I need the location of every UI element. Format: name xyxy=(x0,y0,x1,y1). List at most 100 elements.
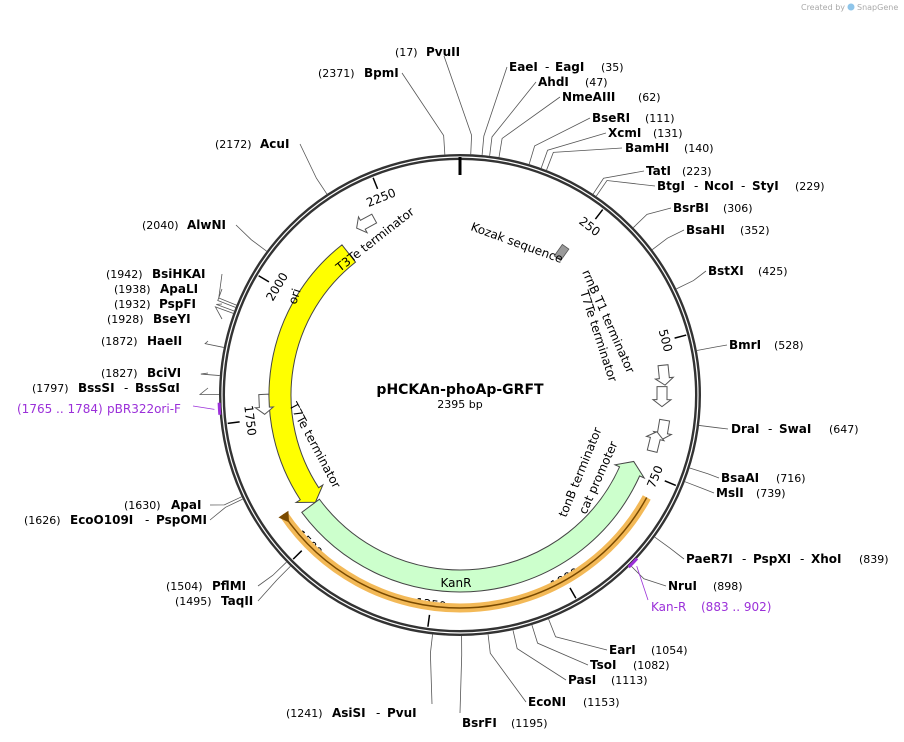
enzyme-label-pasi[interactable]: PasI (1113) xyxy=(568,673,648,687)
enzyme-label-bcivi[interactable]: (1827) BciVI xyxy=(101,366,181,380)
enzyme-label-bseyi[interactable]: (1928) BseYI xyxy=(107,312,191,326)
feature-label-kozak: Kozak sequence xyxy=(469,220,565,266)
enzyme-label-nmeaiii[interactable]: NmeAIII (62) xyxy=(562,90,661,104)
enzyme-label-bamhi[interactable]: BamHI (140) xyxy=(625,141,714,155)
svg-text:(1153): (1153) xyxy=(583,696,620,709)
enzyme-label-tati[interactable]: TatI (223) xyxy=(646,164,712,178)
enzyme-label-bsssi[interactable]: (1797) BssSI - BssSαI xyxy=(32,381,180,395)
enzyme-leader xyxy=(487,634,527,703)
enzyme-label-acui[interactable]: (2172) AcuI xyxy=(215,137,289,151)
orf-line xyxy=(282,497,648,609)
enzyme-label-bsrfi[interactable]: BsrFI (1195) xyxy=(462,716,548,730)
svg-text:NruI: NruI xyxy=(668,579,697,593)
enzyme-leader xyxy=(630,565,667,587)
svg-text:HaeII: HaeII xyxy=(147,334,182,348)
svg-text:AcuI: AcuI xyxy=(260,137,289,151)
enzyme-label-drai-swai[interactable]: DraI - SwaI (647) xyxy=(731,422,859,436)
svg-text:BciVI: BciVI xyxy=(147,366,181,380)
primer-labels: (1765 .. 1784) pBR322ori-F Kan-R (883 ..… xyxy=(17,402,771,614)
plasmid-size: 2395 bp xyxy=(437,398,482,411)
svg-text:(739): (739) xyxy=(756,487,786,500)
enzyme-label-bseri[interactable]: BseRI (111) xyxy=(592,111,675,125)
enzyme-leader xyxy=(209,496,242,506)
enzyme-leader xyxy=(633,207,672,228)
svg-text:BseRI: BseRI xyxy=(592,111,630,125)
svg-text:BssSI: BssSI xyxy=(78,381,115,395)
enzyme-leader xyxy=(209,498,243,521)
feature-t7te-left-arrow xyxy=(253,393,275,415)
svg-text:AsiSI: AsiSI xyxy=(332,706,366,720)
enzyme-label-xcmi[interactable]: XcmI (131) xyxy=(608,126,683,140)
enzyme-label-bmri[interactable]: BmrI (528) xyxy=(729,338,804,352)
svg-text:(839): (839) xyxy=(859,553,889,566)
enzyme-leader xyxy=(257,561,287,587)
enzyme-leader xyxy=(459,635,463,714)
primer-label-pbr322ori-f[interactable]: (1765 .. 1784) pBR322ori-F xyxy=(17,402,181,416)
svg-text:PasI: PasI xyxy=(568,673,596,687)
enzyme-leader xyxy=(592,170,645,195)
tick-mark xyxy=(292,550,303,560)
tick-mark xyxy=(674,334,687,339)
plasmid-name: pHCKAn-phoAp-GRFT xyxy=(376,382,544,398)
svg-text:(223): (223) xyxy=(682,165,712,178)
svg-text:EcoNI: EcoNI xyxy=(528,695,566,709)
enzyme-label-apali[interactable]: (1938) ApaLI xyxy=(114,282,198,296)
svg-text:(1082): (1082) xyxy=(633,659,670,672)
tick-mark xyxy=(372,177,379,190)
tick-mark xyxy=(427,614,431,627)
svg-text:(140): (140) xyxy=(684,142,714,155)
svg-text:-: - xyxy=(145,513,149,527)
svg-text:BsrFI: BsrFI xyxy=(462,716,497,730)
enzyme-label-msli[interactable]: MslI (739) xyxy=(716,486,786,500)
enzyme-label-ecoo109i-psp[interactable]: (1626) EcoO109I - PspOMI xyxy=(24,513,207,527)
enzyme-label-bsaai[interactable]: BsaAI (716) xyxy=(721,471,806,485)
svg-text:BsaAI: BsaAI xyxy=(721,471,759,485)
feature-label-t3te: T3Te terminator xyxy=(332,205,416,275)
enzyme-label-ahdi[interactable]: AhdI (47) xyxy=(538,75,608,89)
svg-text:BmrI: BmrI xyxy=(729,338,761,352)
enzyme-label-bsrbi[interactable]: BsrBI (306) xyxy=(673,201,753,215)
svg-text:(1797): (1797) xyxy=(32,382,69,395)
svg-text:(2172): (2172) xyxy=(215,138,252,151)
enzyme-label-pflmi[interactable]: (1504) PflMI xyxy=(166,579,246,593)
enzyme-label-eaei-eagi[interactable]: EaeI - EagI (35) xyxy=(509,60,624,74)
credit-prefix: Created by xyxy=(801,3,845,12)
enzyme-leader xyxy=(696,344,728,351)
enzyme-label-bstxi[interactable]: BstXI (425) xyxy=(708,264,788,278)
svg-text:(1504): (1504) xyxy=(166,580,203,593)
enzyme-label-haeii[interactable]: (1872) HaeII xyxy=(101,334,182,348)
svg-text:(898): (898) xyxy=(713,580,743,593)
svg-text:PspOMI: PspOMI xyxy=(156,513,207,527)
enzyme-label-nrui[interactable]: NruI (898) xyxy=(668,579,743,593)
primer-label-kan-r[interactable]: Kan-R (883 .. 902) xyxy=(651,600,771,614)
enzyme-label-apai[interactable]: (1630) ApaI xyxy=(124,498,201,512)
svg-text:PaeR7I: PaeR7I xyxy=(686,552,733,566)
enzyme-label-tsoi[interactable]: TsoI (1082) xyxy=(590,658,670,672)
svg-text:EarI: EarI xyxy=(609,643,636,657)
svg-text:PvuI: PvuI xyxy=(387,706,417,720)
primer-leader xyxy=(636,566,649,601)
enzyme-label-bsihkai[interactable]: (1942) BsiHKAI xyxy=(106,267,206,281)
enzyme-label-taqii[interactable]: (1495) TaqII xyxy=(175,594,253,608)
primer-mark xyxy=(627,557,639,569)
enzyme-leader xyxy=(218,273,237,306)
enzyme-label-pspfi[interactable]: (1932) PspFI xyxy=(114,297,196,311)
enzyme-label-btgi-ncoi-styi[interactable]: BtgI - NcoI - StyI (229) xyxy=(657,179,825,193)
enzyme-leader xyxy=(699,425,729,430)
backbone xyxy=(219,154,701,636)
feature-label-kanr: KanR xyxy=(441,576,472,590)
enzyme-leader xyxy=(198,387,220,395)
enzyme-label-bsahi[interactable]: BsaHI (352) xyxy=(686,223,770,237)
svg-text:(62): (62) xyxy=(638,91,661,104)
enzyme-label-eari[interactable]: EarI (1054) xyxy=(609,643,688,657)
enzyme-label-bpmi[interactable]: (2371) BpmI xyxy=(318,66,399,80)
svg-text:(1630): (1630) xyxy=(124,499,161,512)
svg-text:(1241): (1241) xyxy=(286,707,323,720)
enzyme-label-econi[interactable]: EcoNI (1153) xyxy=(528,695,620,709)
enzyme-label-pvuii[interactable]: (17) PvuII xyxy=(395,45,460,59)
svg-text:EagI: EagI xyxy=(555,60,584,74)
enzyme-leader xyxy=(257,565,291,602)
enzyme-label-asisi-pvui[interactable]: (1241) AsiSI - PvuI xyxy=(286,706,417,720)
enzyme-label-paer7i-pspxi-xhoi[interactable]: PaeR7I - PspXI - XhoI (839) xyxy=(686,552,889,566)
enzyme-label-alwni[interactable]: (2040) AlwNI xyxy=(142,218,226,232)
